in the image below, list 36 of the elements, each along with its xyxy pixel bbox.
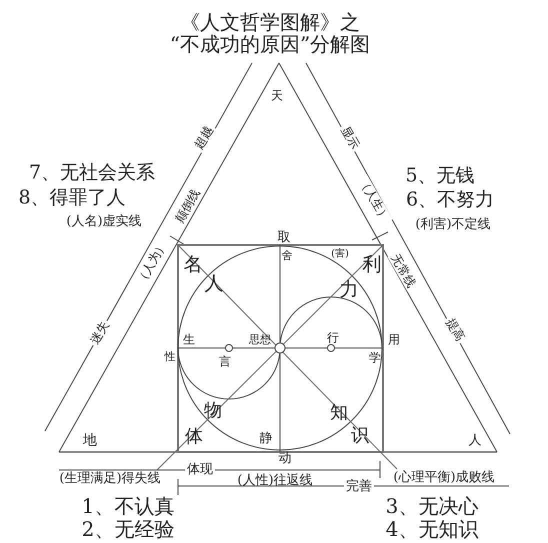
diagram-label: 完善 — [344, 480, 374, 494]
diagram-label: 名 — [184, 254, 202, 276]
diagram-label: 4、无知识 — [386, 518, 478, 540]
diagram-label: 行 — [327, 331, 339, 345]
diagram-label: 学 — [369, 351, 381, 365]
diagram-label: 静 — [260, 432, 272, 446]
diagram-label: 动 — [278, 452, 292, 466]
diagram-label: (心理平衡)成败线 — [393, 470, 495, 486]
diagram-label: 天 — [271, 89, 283, 103]
diagram-label: 利 — [362, 254, 382, 276]
title-line: “不成功的原因”分解图 — [170, 33, 370, 55]
diagram-label: 言 — [219, 355, 231, 369]
diagram-label: 1、不认真 — [82, 495, 174, 517]
diagram-label: 力 — [340, 280, 358, 300]
diagram-label: 8、得罪了人 — [18, 188, 126, 208]
diagram-label: (人名)虚实线 — [66, 214, 142, 230]
diagram-label: 思想 — [249, 334, 271, 346]
diagram-label: 生 — [183, 333, 195, 347]
diagram-label: 取 — [278, 230, 290, 246]
diagram-label: 7、无社会关系 — [28, 162, 156, 184]
diagram-label: 3、无决心 — [386, 495, 478, 517]
diagram-label: (生理满足)得失线 — [59, 472, 161, 486]
diagram-label: 体现 — [185, 462, 215, 478]
diagram-label: 2、无经验 — [82, 518, 174, 540]
diagram-label: 6、不努力 — [406, 190, 494, 210]
diagram-label: (人性)往返线 — [237, 474, 313, 488]
diagram-label: 舍 — [282, 250, 292, 262]
diagram-label: 5、无钱 — [405, 166, 475, 186]
diagram-label: 迷失 — [87, 318, 113, 348]
diagram-label: (害) — [331, 248, 349, 260]
diagram-label: 地 — [83, 433, 97, 449]
title-line: 《人文哲学图解》之 — [180, 11, 360, 33]
diagram-label: 用 — [388, 333, 400, 347]
diagram-label: 人 — [468, 434, 482, 448]
diagram-label: (利害)不定线 — [415, 218, 491, 232]
diagram-label: 性 — [164, 350, 176, 364]
